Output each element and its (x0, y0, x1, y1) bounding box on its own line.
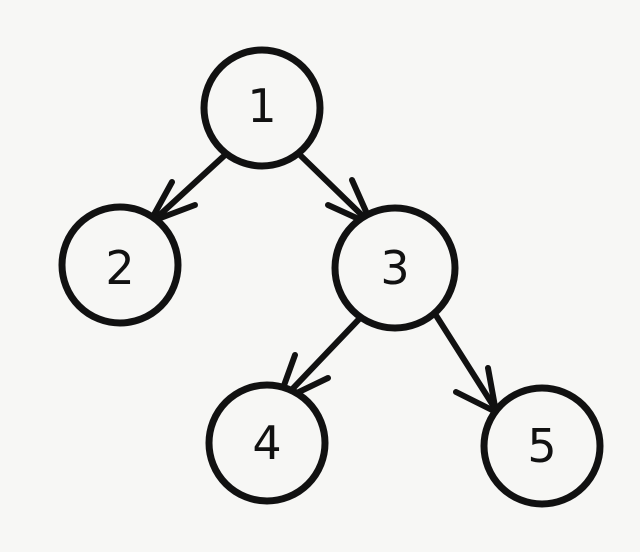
edge-1-2 (147, 152, 228, 225)
tree-node-5: 5 (480, 384, 604, 508)
node-label-5: 5 (527, 419, 556, 473)
node-label-2: 2 (105, 241, 134, 295)
tree-node-3: 3 (331, 204, 459, 332)
tree-node-1: 1 (200, 46, 324, 170)
node-label-3: 3 (380, 241, 409, 295)
tree-node-2: 2 (58, 203, 182, 327)
tree-node-4: 4 (205, 381, 329, 505)
node-label-1: 1 (247, 79, 276, 133)
node-label-4: 4 (252, 416, 281, 470)
